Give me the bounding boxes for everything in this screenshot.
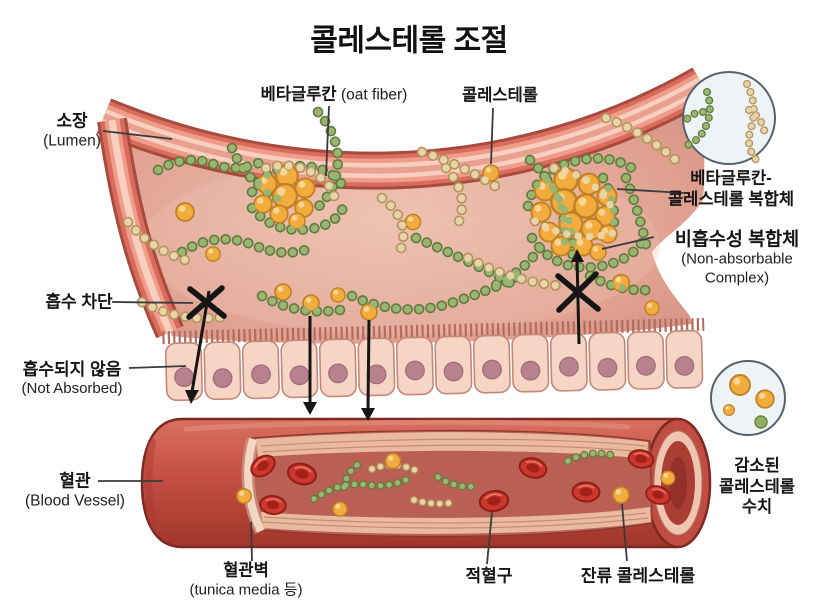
blood-vessel-label-ko: 혈관 [59,471,91,491]
absorption-block-label: 흡수 차단 [45,292,113,312]
block-x-right [555,271,601,313]
bg-complex-label-line1: 베타글루칸- [690,169,772,188]
block-x-left [186,285,227,320]
cholesterol-label: 콜레스테롤 [462,86,538,105]
reduced-label-line2: 콜레스테롤 [719,477,795,496]
not-absorbed-label: 흡수되지 않음 (Not Absorbed) [22,359,123,399]
nonabsorbable-label-ko: 비흡수성 복합체 [674,228,800,250]
intestine-wall [96,67,712,190]
not-absorbed-label-ko: 흡수되지 않음 [22,360,122,379]
microvilli-brush-border [162,317,705,345]
green-ball [754,415,768,429]
inset-complex-circle [679,71,776,165]
blood-vessel-label: 혈관 (Blood Vessel) [25,471,125,512]
vessel-wall-label: 혈관벽 (tunica media 등) [189,560,302,599]
beta-glucan-label-ko: 베타글루칸 [260,85,337,104]
lumen-label: 소장 (Lumen) [43,111,101,152]
beta-glucan-label: 베타글루칸 (oat fiber) [261,85,408,106]
not-absorbed-label-en: (Not Absorbed) [21,380,123,398]
red-blood-cell-label: 적혈구 [465,566,513,586]
reduced-cholesterol-label: 감소된 콜레스테롤 수치 [719,456,795,518]
reduced-label-line3: 수치 [741,498,773,517]
epithelium-row [162,317,705,402]
nonabsorbable-complex-label: 비흡수성 복합체 (Non-absorbable Complex) [675,228,799,289]
blood-vessel-illustration [140,417,712,549]
blood-vessel-label-en: (Blood Vessel) [25,492,125,510]
residual-cholesterol-label: 잔류 콜레스테롤 [580,566,696,586]
vessel-wall-label-en: (tunica media 등) [189,580,303,598]
nonabsorbable-label-en1: (Non-absorbable [681,250,793,268]
absorption-arrows [185,249,584,421]
page-title: 콜레스테롤 조절 [310,24,508,58]
lumen-label-ko: 소장 [56,111,88,131]
vessel-wall-label-ko: 혈관벽 [223,561,269,580]
lumen-label-en: (Lumen) [43,132,101,150]
bg-complex-label-line2: 콜레스테롤 복합체 [667,190,795,208]
reduced-label-line1: 감소된 [734,457,780,476]
leader-lines [98,105,685,565]
cell-nuclei [174,355,695,389]
vessel-cut-end [644,417,712,549]
nonabsorbable-label-en2: Complex) [704,269,770,287]
bg-complex-label: 베타글루칸- 콜레스테롤 복합체 [668,168,794,209]
beta-glucan-label-en: (oat fiber) [341,86,408,104]
inset-reduced-cholesterol-circle [710,360,786,436]
